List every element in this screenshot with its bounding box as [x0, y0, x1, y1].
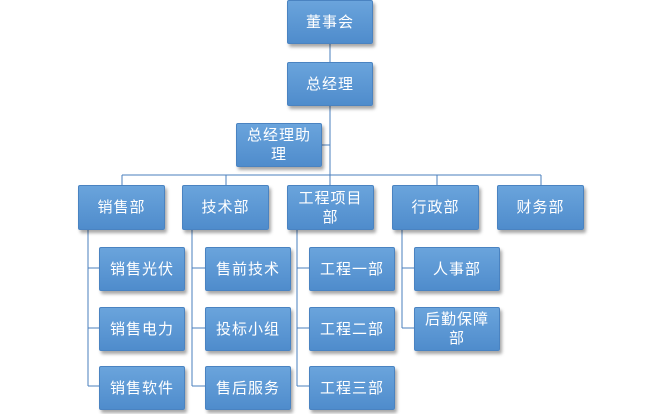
sub-admin-hr-label: 人事部: [432, 259, 481, 278]
dept-tech: 技术部: [182, 185, 269, 230]
dept-finance: 财务部: [497, 185, 584, 230]
sub-admin-hr: 人事部: [414, 247, 500, 291]
sub-admin-logistics: 后勤保障部: [414, 307, 500, 351]
assistant-label: 总经理助理: [246, 126, 311, 163]
dept-sales: 销售部: [78, 185, 165, 230]
sub-sales-software-label: 销售软件: [109, 378, 174, 397]
sub-engineering-3-label: 工程三部: [319, 378, 384, 397]
general-manager-node: 总经理: [287, 62, 373, 106]
sub-sales-software: 销售软件: [99, 366, 185, 410]
sub-engineering-3: 工程三部: [309, 366, 395, 410]
assistant-node: 总经理助理: [236, 123, 322, 167]
general-manager-label: 总经理: [305, 74, 354, 93]
dept-finance-label: 财务部: [516, 198, 565, 216]
sub-tech-presales-label: 售前技术: [215, 259, 280, 278]
dept-sales-label: 销售部: [97, 198, 146, 216]
sub-tech-bidding: 投标小组: [205, 307, 291, 351]
dept-engineering-label: 工程项目部: [298, 188, 363, 226]
dept-admin-label: 行政部: [411, 198, 460, 216]
sub-engineering-1-label: 工程一部: [319, 259, 384, 278]
sub-engineering-1: 工程一部: [309, 247, 395, 291]
sub-sales-pv: 销售光伏: [99, 247, 185, 291]
sub-sales-power: 销售电力: [99, 307, 185, 351]
sub-engineering-2-label: 工程二部: [319, 319, 384, 338]
sub-tech-aftersales: 售后服务: [205, 366, 291, 410]
sub-admin-logistics-label: 后勤保障部: [424, 310, 489, 347]
sub-engineering-2: 工程二部: [309, 307, 395, 351]
sub-tech-presales: 售前技术: [205, 247, 291, 291]
board-label: 董事会: [305, 12, 354, 31]
dept-tech-label: 技术部: [201, 198, 250, 216]
dept-engineering: 工程项目部: [287, 185, 374, 230]
dept-admin: 行政部: [392, 185, 479, 230]
sub-sales-pv-label: 销售光伏: [109, 259, 174, 278]
board-node: 董事会: [287, 0, 373, 44]
sub-tech-aftersales-label: 售后服务: [215, 378, 280, 397]
sub-tech-bidding-label: 投标小组: [215, 319, 280, 338]
sub-sales-power-label: 销售电力: [109, 319, 174, 338]
